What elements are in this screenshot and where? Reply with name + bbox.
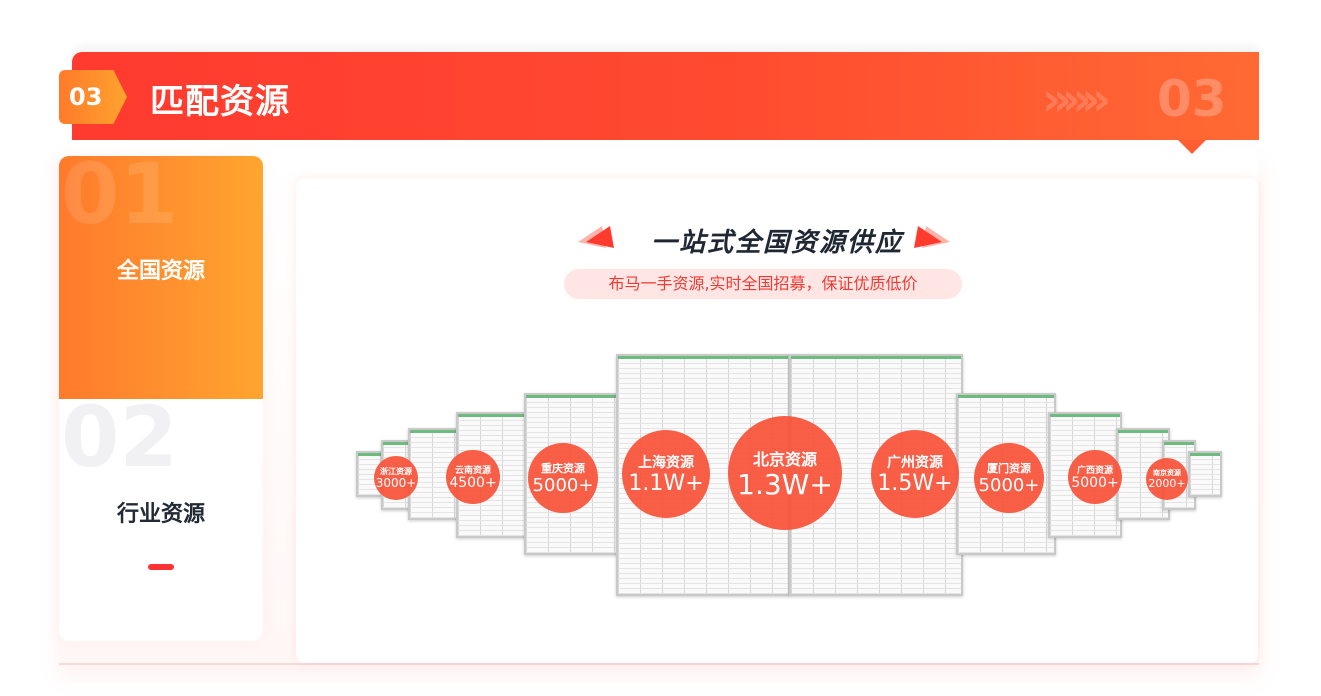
spreadsheet-image [1188, 451, 1222, 497]
city-bubble: 云南资源 4500+ [446, 450, 500, 504]
section-header [72, 52, 1259, 140]
city-count: 2000+ [1148, 476, 1186, 490]
chevrons-decor-icon: »»» [1042, 72, 1111, 126]
section-number-decor: 03 [1157, 70, 1227, 128]
city-count: 5000+ [1071, 474, 1119, 491]
arrow-left-icon [578, 226, 614, 248]
city-bubble: 重庆资源 5000+ [528, 443, 598, 513]
tab-label: 行业资源 [116, 502, 205, 527]
city-bubble: 上海资源 1.1W+ [622, 430, 710, 518]
resource-tabs: 01 全国资源 02 行业资源 [59, 156, 263, 641]
city-name: 南京资源 [1153, 468, 1181, 477]
content-panel: 一站式全国资源供应 布马一手资源,实时全国招募，保证优质低价 浙江资源 3000… [296, 178, 1258, 663]
city-bubble: 广西资源 5000+ [1068, 450, 1122, 504]
city-count: 1.5W+ [877, 470, 953, 496]
city-name: 厦门资源 [987, 462, 1031, 476]
promo-title: 一站式全国资源供应 [650, 228, 903, 258]
city-count: 4500+ [449, 474, 497, 491]
city-count: 1.3W+ [737, 467, 833, 501]
tab-label: 全国资源 [116, 259, 205, 284]
city-count: 5000+ [978, 475, 1040, 497]
tab-industry-resources[interactable]: 02 行业资源 [59, 395, 263, 641]
city-bubble: 北京资源 1.3W+ [728, 416, 842, 530]
arrow-right-icon [914, 226, 950, 248]
city-count: 1.1W+ [628, 470, 704, 496]
city-bubble: 广州资源 1.5W+ [871, 430, 959, 518]
promo-subtitle: 布马一手资源,实时全国招募，保证优质低价 [564, 269, 962, 299]
city-name: 北京资源 [752, 449, 817, 469]
city-bubble: 南京资源 2000+ [1146, 458, 1188, 500]
city-name: 广州资源 [887, 454, 943, 471]
tab-number: 02 [61, 388, 178, 486]
section-title: 匹配资源 [150, 82, 290, 122]
city-name: 广西资源 [1076, 465, 1113, 476]
city-name: 上海资源 [638, 454, 694, 471]
city-bubble: 厦门资源 5000+ [974, 443, 1044, 513]
badge-number: 03 [69, 83, 103, 111]
city-name: 重庆资源 [541, 462, 585, 476]
tab-indicator [148, 564, 174, 570]
section-number-badge: 03 [59, 70, 127, 124]
city-name: 浙江资源 [380, 466, 412, 476]
city-name: 云南资源 [454, 465, 491, 476]
tab-number: 01 [61, 156, 178, 243]
tab-national-resources[interactable]: 01 全国资源 [59, 156, 263, 399]
city-count: 3000+ [375, 475, 417, 490]
header-pointer-icon [1178, 140, 1206, 154]
city-count: 5000+ [532, 475, 594, 497]
city-bubble: 浙江资源 3000+ [374, 456, 418, 500]
